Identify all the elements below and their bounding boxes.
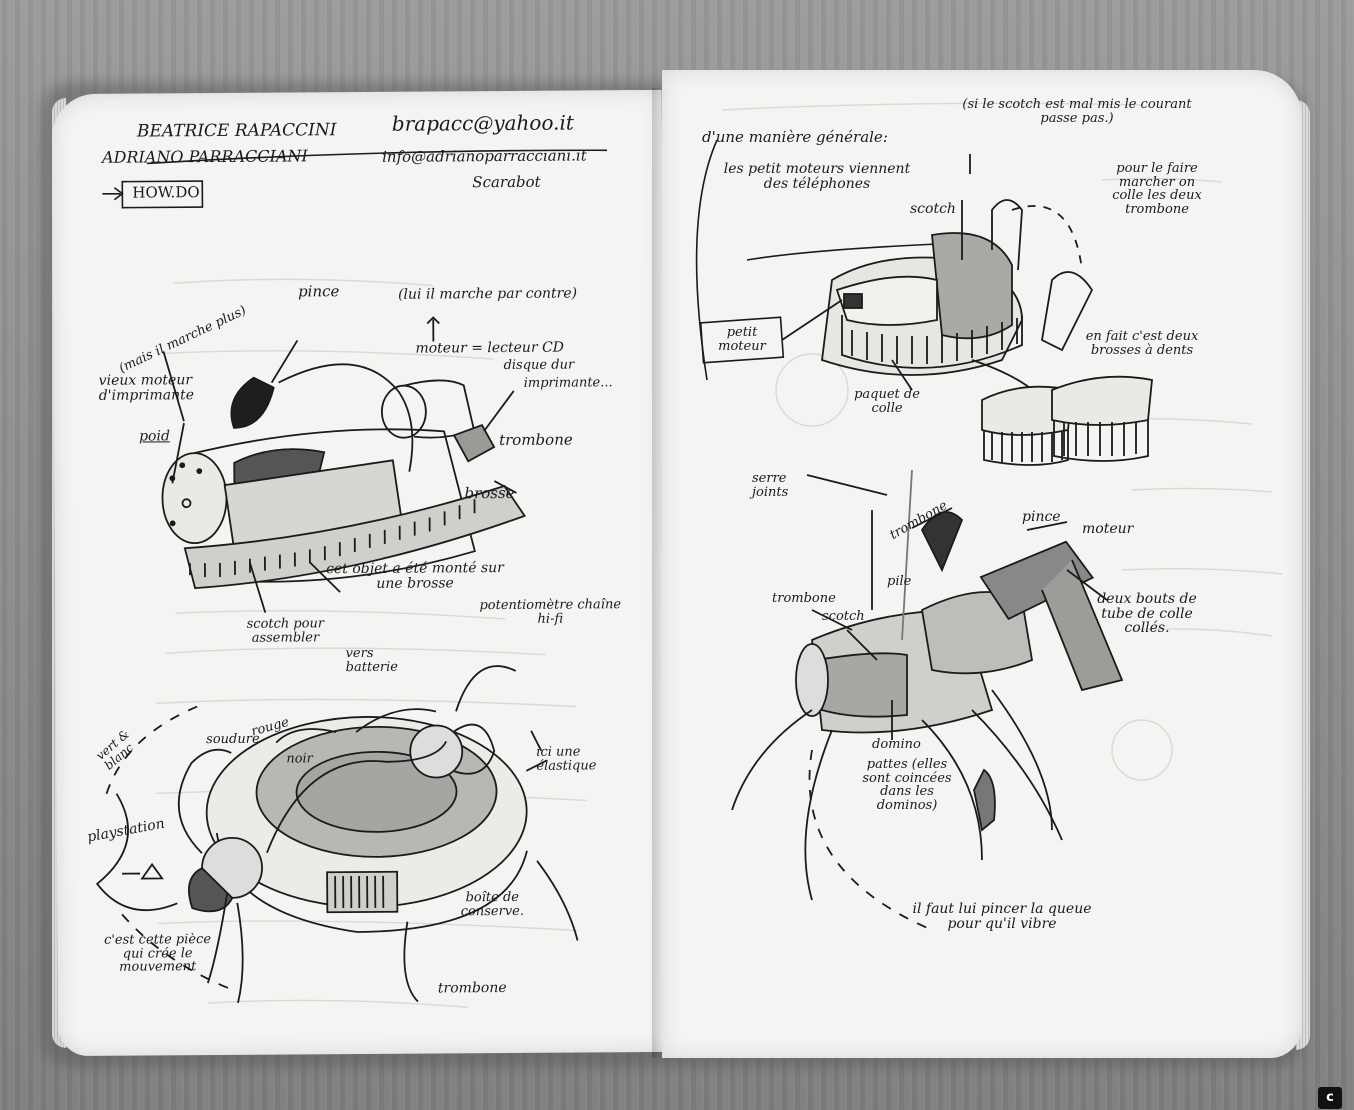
note: ici une élastique xyxy=(536,745,626,773)
note: d'une manière générale: xyxy=(702,130,888,146)
note: pour le faire marcher on colle les deux … xyxy=(1102,162,1212,217)
howdo-logo: HOW.DO xyxy=(132,185,199,201)
note: en fait c'est deux brosses à dents xyxy=(1072,330,1212,357)
note: (lui il marche par contre) xyxy=(398,286,577,302)
author-2: ADRIANO PARRACCIANI xyxy=(102,148,308,166)
note: les petit moteurs viennent des téléphone… xyxy=(722,162,912,191)
note: deux bouts de tube de colle collés. xyxy=(1097,592,1197,636)
note: scotch pour assembler xyxy=(230,617,340,645)
corner-badge: c xyxy=(1318,1087,1342,1109)
note: poid xyxy=(139,429,170,444)
note: brosse xyxy=(464,486,514,502)
note: imprimante... xyxy=(524,376,613,390)
note: potentiomètre chaîne hi-fi xyxy=(475,598,625,626)
notebook-left-page: BEATRICE RAPACCINI brapacc@yahoo.it ADRI… xyxy=(52,90,669,1056)
note: domino xyxy=(872,738,921,752)
note: (si le scotch est mal mis le courant pas… xyxy=(962,98,1192,125)
note: boîte de conserve. xyxy=(452,891,532,919)
email-2: info@adrianoparracciani.it xyxy=(382,148,587,165)
note: pile xyxy=(887,575,911,589)
note: scotch xyxy=(910,202,956,217)
note: pince xyxy=(1022,510,1061,525)
notebook-right-page: d'une manière générale: les petit moteur… xyxy=(662,70,1302,1058)
note: il faut lui pincer la queue pour qu'il v… xyxy=(912,902,1092,931)
note: scotch xyxy=(822,610,865,624)
note: pattes (elles sont coincées dans les dom… xyxy=(857,758,957,813)
note: cet objet a été monté sur une brosse xyxy=(315,561,515,592)
note: moteur = lecteur CD xyxy=(415,341,564,357)
note: c'est cette pièce qui crée le mouvement xyxy=(103,933,213,975)
note: vieux moteur d'imprimante xyxy=(99,373,209,403)
note: noir xyxy=(286,752,313,766)
note: disque dur xyxy=(504,359,575,373)
note: petit moteur xyxy=(712,326,772,353)
note: serre joints xyxy=(752,472,812,499)
email-1: brapacc@yahoo.it xyxy=(392,112,574,134)
author-1: BEATRICE RAPACCINI xyxy=(137,122,337,141)
note: paquet de colle xyxy=(842,388,932,415)
note: trombone xyxy=(438,981,507,996)
project-name: Scarabot xyxy=(472,175,541,191)
note: moteur xyxy=(1082,522,1133,537)
note: trombone xyxy=(499,433,573,449)
note: vers batterie xyxy=(346,647,406,675)
note: pince xyxy=(298,284,339,300)
note: trombone xyxy=(772,592,836,606)
